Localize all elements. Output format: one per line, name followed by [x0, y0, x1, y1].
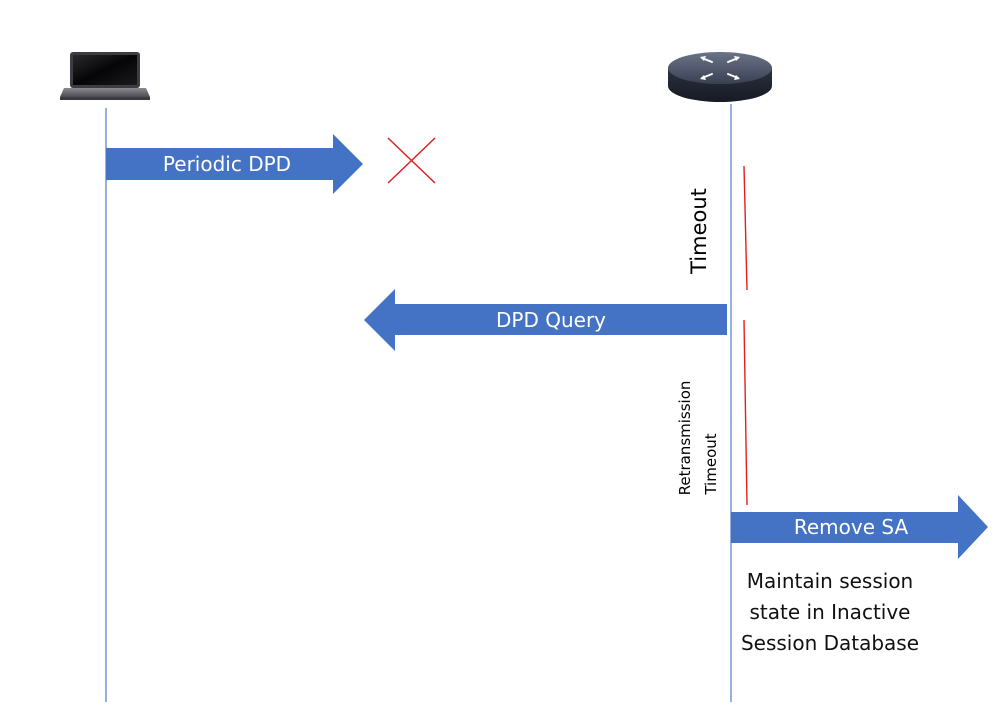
- router-icon: [668, 52, 772, 102]
- retransmission-timer-line: [743, 319, 748, 506]
- session-state-note: Maintain session state in Inactive Sessi…: [730, 566, 930, 659]
- drop-mark-icon: [387, 137, 436, 184]
- remove-sa-arrow: Remove SA: [731, 495, 988, 559]
- remove-sa-label: Remove SA: [794, 515, 909, 539]
- dpd-query-label: DPD Query: [496, 308, 606, 332]
- note-line-3: Session Database: [740, 631, 920, 655]
- retransmission-label-line1: Retransmission: [676, 381, 694, 496]
- periodic-dpd-label: Periodic DPD: [163, 152, 291, 176]
- periodic-dpd-arrow: Periodic DPD: [106, 134, 363, 194]
- retransmission-label-line2: Timeout: [702, 433, 720, 495]
- dpd-query-arrow: DPD Query: [364, 289, 727, 351]
- note-line-1: Maintain session: [746, 569, 914, 593]
- timeout-timer-line: [743, 165, 748, 291]
- timeout-label: Timeout: [687, 188, 711, 275]
- note-line-2: state in Inactive: [749, 600, 911, 624]
- laptop-icon: [60, 52, 150, 100]
